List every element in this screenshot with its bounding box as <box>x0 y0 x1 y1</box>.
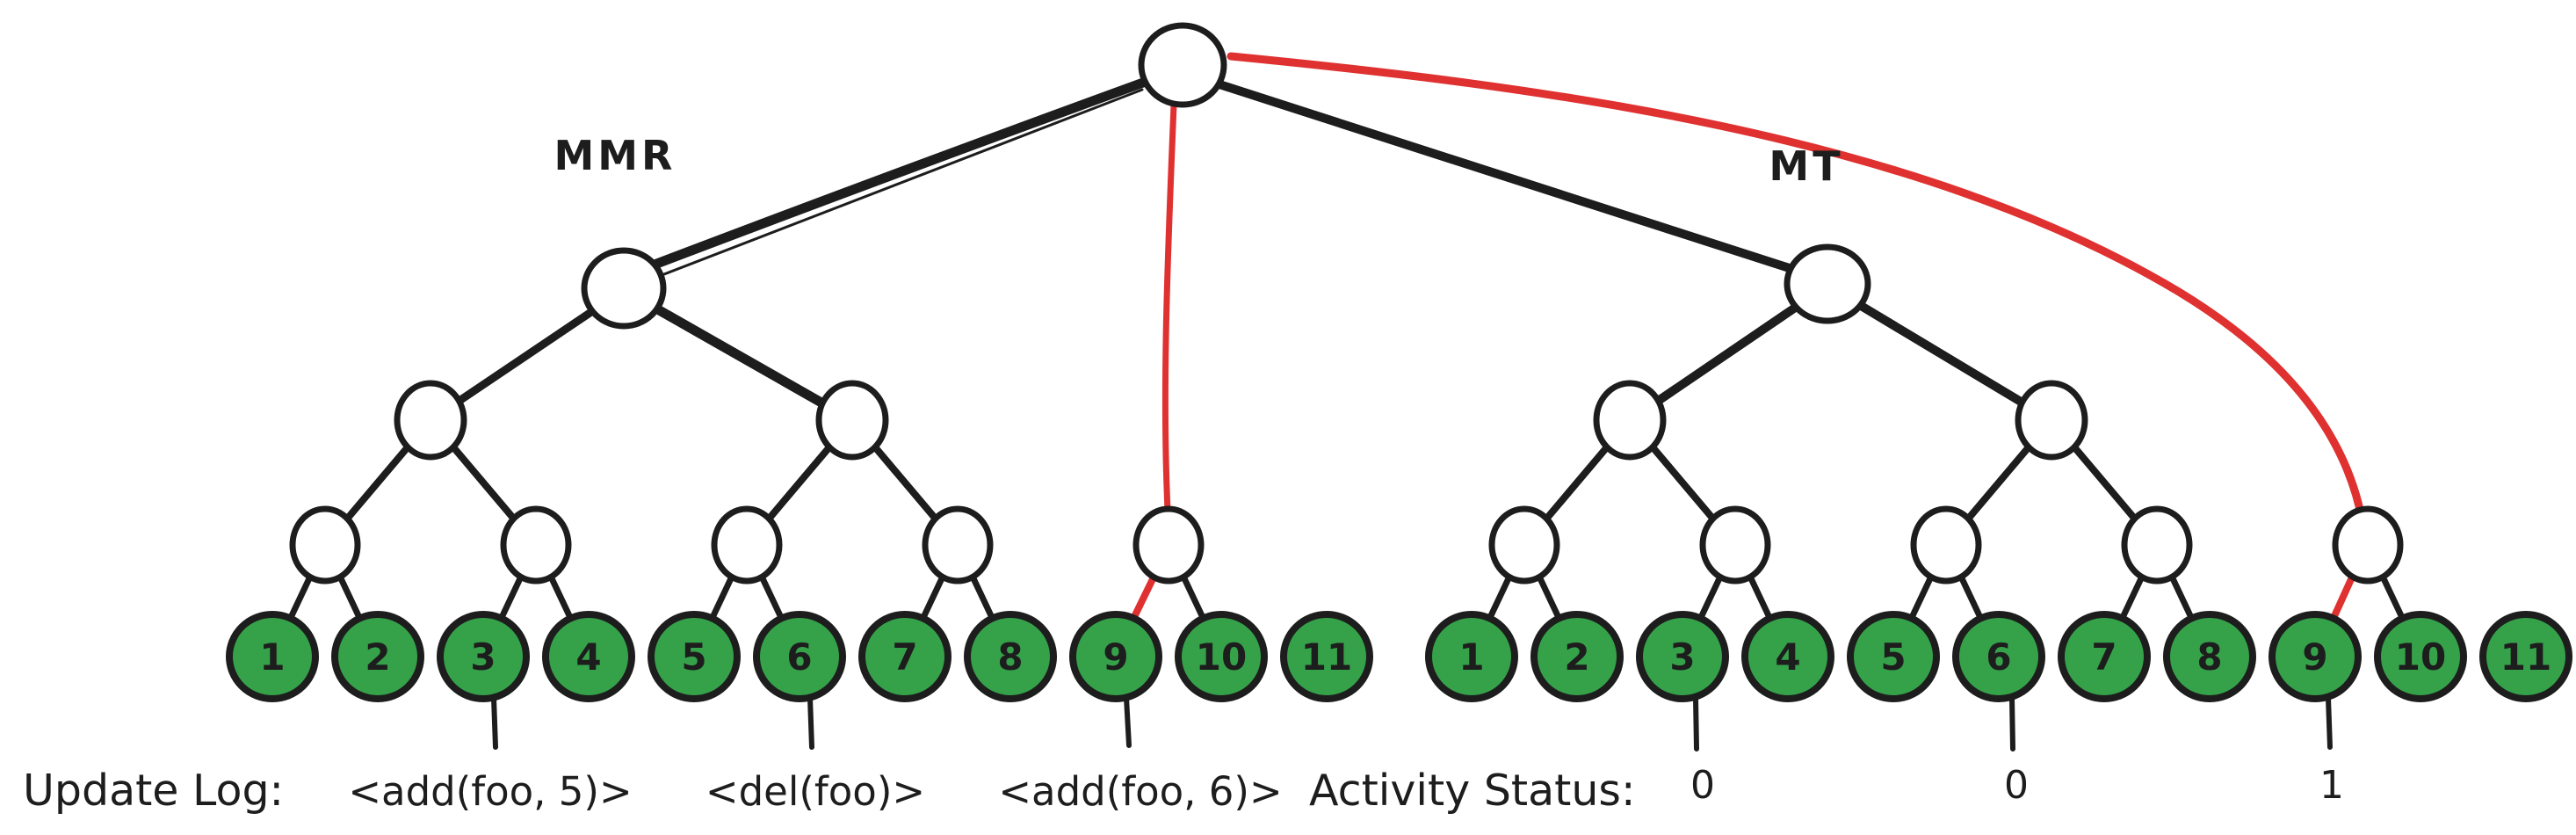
mt-leaf-11 <box>2479 611 2572 702</box>
internal-nodes <box>289 22 2404 584</box>
activity-status-value-1: 0 <box>1690 763 1715 808</box>
activity-status-value-2: 0 <box>2004 763 2029 808</box>
mmr-leaf-label: 8 <box>997 635 1023 679</box>
mt-leaf-label: 5 <box>1880 635 1906 679</box>
mt-root-node <box>1784 243 1871 324</box>
mmr-l1-node-78 <box>922 505 994 584</box>
mmr-leaf-label: 1 <box>259 635 285 679</box>
update-log-entry-1: <add(foo, 5)> <box>348 768 632 815</box>
mmr-leaf9-tick <box>1124 695 1132 748</box>
mt-leaf-label: 8 <box>2196 635 2222 679</box>
main-root-node <box>1138 22 1227 108</box>
mt-leaf-9 <box>2268 611 2362 702</box>
mt-leaf-label: 9 <box>2302 635 2327 679</box>
mt-leaf-6 <box>1952 611 2045 702</box>
mt-l1-node-56 <box>1910 505 1982 584</box>
mmr-l1-node-910 <box>1132 505 1205 584</box>
mmr-leaf-1 <box>226 611 319 702</box>
mmr-leaf-label: 5 <box>681 635 706 679</box>
mt-leaf6-tick <box>2009 695 2015 752</box>
mt-leaf-3 <box>1636 611 1729 702</box>
mmr-edge <box>619 285 857 425</box>
red-link-root-to-mt-peak <box>1226 52 2367 526</box>
mmr-leaf-11 <box>1280 611 1373 702</box>
mt-leaf-5 <box>1847 611 1940 702</box>
mmr-subtree-root-node <box>581 247 667 330</box>
mmr-leaf-label: 10 <box>1196 635 1247 679</box>
update-log-title: Update Log: <box>23 766 284 816</box>
mt-leaf3-tick <box>1693 695 1699 752</box>
activity-status-title: Activity Status: <box>1309 766 1635 816</box>
update-log-entry-3: <add(foo, 6)> <box>998 768 1282 815</box>
mmr-leaf-10 <box>1175 611 1268 702</box>
mt-l1-node-34 <box>1699 505 1771 584</box>
mmr-l2-node-left <box>394 380 467 461</box>
mmr-tree-label: MMR <box>554 132 677 179</box>
mt-leaf-label: 4 <box>1775 635 1800 679</box>
mmr-leaves: 1 2 3 4 5 6 7 8 9 10 11 <box>226 611 1373 702</box>
edge-root-to-mmr-subtree <box>624 74 1158 280</box>
mmr-leaf-8 <box>964 611 1057 702</box>
mmr-leaf6-tick <box>807 695 814 750</box>
mt-leaf-label: 7 <box>2091 635 2117 679</box>
update-log-entry-2: <del(foo)> <box>706 768 925 815</box>
mt-l1-node-12 <box>1488 505 1560 584</box>
mt-l1-node-910 <box>2332 505 2404 584</box>
mmr-l1-node-34 <box>500 505 572 584</box>
mt-leaf-label: 11 <box>2500 635 2551 679</box>
mmr-leaf-2 <box>331 611 424 702</box>
mmr-l1-node-12 <box>289 505 361 584</box>
mt-leaf9-tick <box>2326 695 2333 750</box>
mmr-leaf-label: 2 <box>365 635 390 679</box>
mmr-leaf-label: 11 <box>1301 635 1352 679</box>
mmr-l1-node-56 <box>711 505 783 584</box>
mmr-leaf-5 <box>648 611 741 702</box>
mmr-leaf-label: 3 <box>470 635 496 679</box>
mmr-leaf-9 <box>1069 611 1162 702</box>
red-link-root-to-mmr-peak <box>1161 79 1178 531</box>
mt-leaf-2 <box>1530 611 1624 702</box>
mt-leaf-8 <box>2163 611 2256 702</box>
mt-leaves: 1 2 3 4 5 6 7 8 9 10 11 <box>1425 611 2572 702</box>
edge-root-to-mt-root <box>1215 80 1807 277</box>
mt-leaf-label: 1 <box>1458 635 1484 679</box>
mt-leaf-10 <box>2374 611 2467 702</box>
mmr-leaf-3 <box>437 611 530 702</box>
mt-leaf-4 <box>1741 611 1834 702</box>
edge-root-to-mmr-subtree-overdraw <box>640 88 1144 285</box>
mmr-leaf-7 <box>858 611 952 702</box>
mt-edge <box>1823 281 2056 425</box>
mmr-leaf-label: 9 <box>1103 635 1128 679</box>
mmr-leaf-label: 6 <box>786 635 812 679</box>
mmr-leaf3-tick <box>491 695 498 750</box>
activity-status-value-3: 1 <box>2319 763 2344 808</box>
mmr-leaf-label: 4 <box>575 635 601 679</box>
mmr-leaf-label: 7 <box>892 635 917 679</box>
mt-leaf-label: 6 <box>1986 635 2011 679</box>
mt-leaf-1 <box>1425 611 1518 702</box>
mt-l2-node-right <box>2015 380 2088 461</box>
annotation-ticks <box>491 695 2333 752</box>
mmr-l2-node-right <box>815 380 889 461</box>
mt-l2-node-left <box>1593 380 1667 461</box>
mt-leaf-label: 10 <box>2395 635 2446 679</box>
mt-leaf-7 <box>2058 611 2151 702</box>
mt-tree-label: MT <box>1769 142 1843 190</box>
mt-l1-node-78 <box>2121 505 2193 584</box>
mmr-leaf-6 <box>753 611 846 702</box>
mt-leaf-label: 3 <box>1669 635 1695 679</box>
mt-leaf-label: 2 <box>1564 635 1589 679</box>
mmr-leaf-4 <box>542 611 635 702</box>
